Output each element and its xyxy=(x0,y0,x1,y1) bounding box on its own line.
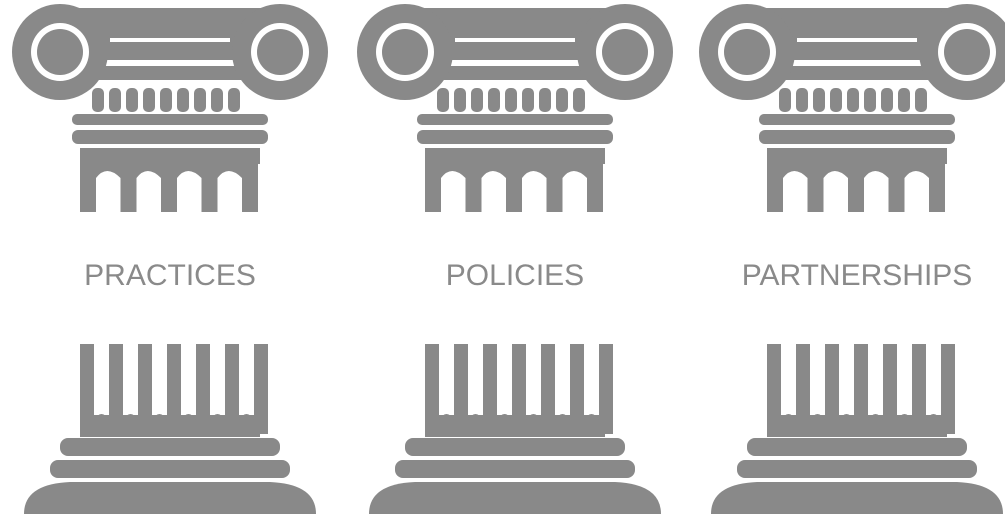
column-base-icon xyxy=(711,344,1003,514)
pillar-practices: PRACTICES xyxy=(10,0,330,514)
column-capital-icon xyxy=(357,4,673,212)
column-base-icon xyxy=(369,344,661,514)
pillar-label: PARTNERSHIPS xyxy=(741,259,973,292)
pillar-partnerships: PARTNERSHIPS xyxy=(697,0,1005,514)
column-base-icon xyxy=(24,344,316,514)
pillar-label: POLICIES xyxy=(445,259,585,292)
pillar-policies: POLICIES xyxy=(355,0,675,514)
column-capital-icon xyxy=(12,4,328,212)
column-capital-icon xyxy=(699,4,1005,212)
pillar-label: PRACTICES xyxy=(84,259,256,292)
